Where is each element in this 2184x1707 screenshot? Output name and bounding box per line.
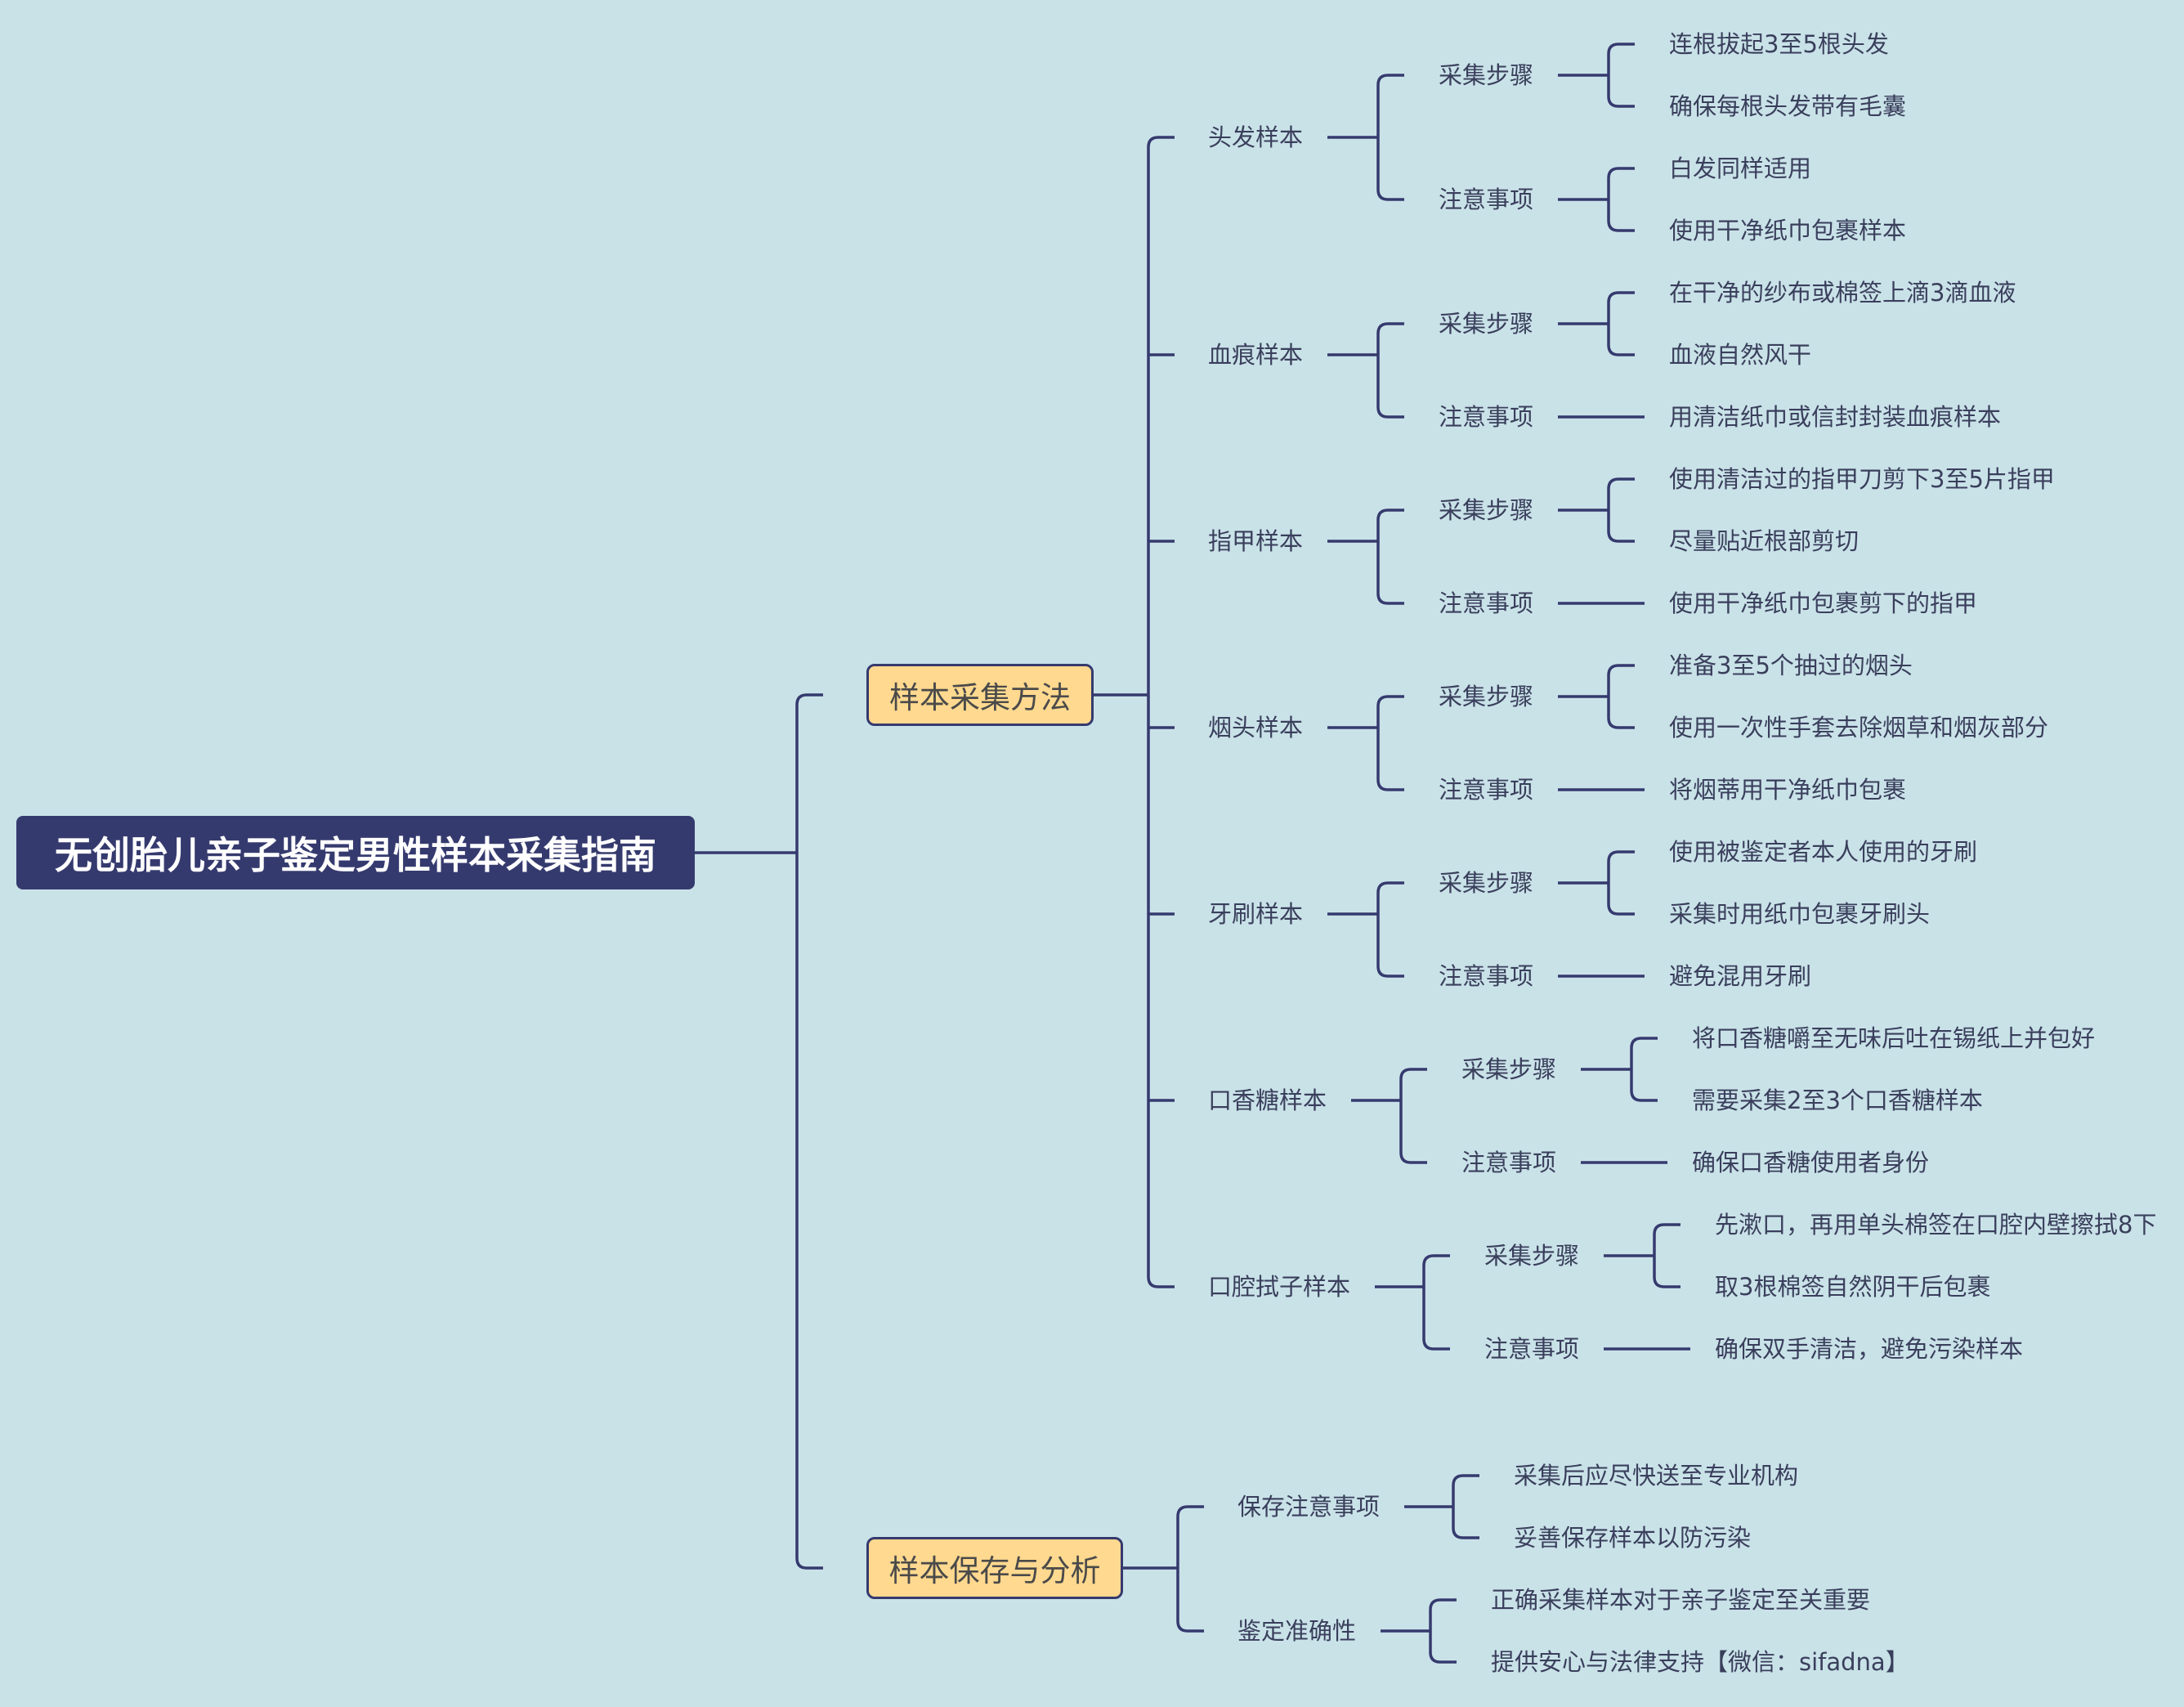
- detail-label: 注意事项: [1439, 589, 1534, 617]
- leaf-text: 尽量贴近根部剪切: [1669, 527, 1860, 555]
- subtopic: 牙刷样本: [1208, 900, 1304, 928]
- leaf-text: 提供安心与法律支持【微信：sifadna】: [1491, 1648, 1909, 1676]
- detail-trunk: [1607, 850, 1635, 916]
- leaf-text: 确保口香糖使用者身份: [1692, 1149, 1930, 1176]
- detail-label: 采集步骤: [1439, 683, 1534, 710]
- subtopic-trunk: [1376, 695, 1404, 791]
- leaf-text: 先漱口，再用单头棉签在口腔内壁擦拭8下: [1715, 1211, 2157, 1239]
- main-topic: 样本采集方法: [866, 664, 1094, 726]
- detail-trunk: [1653, 1223, 1681, 1288]
- leaf-text: 白发同样适用: [1669, 155, 1812, 182]
- leaf-text: 需要采集2至3个口香糖样本: [1692, 1086, 1983, 1114]
- subtopic-trunk: [1376, 322, 1404, 419]
- subtopic: 保存注意事项: [1237, 1493, 1381, 1521]
- detail-trunk: [1607, 291, 1635, 356]
- detail-label: 采集步骤: [1439, 869, 1534, 897]
- leaf-text: 将口香糖嚼至无味后吐在锡纸上并包好: [1692, 1024, 2096, 1052]
- detail-label: 采集步骤: [1439, 310, 1534, 338]
- detail-trunk: [1607, 43, 1635, 108]
- leaf-text: 将烟蒂用干净纸巾包裹: [1669, 776, 1907, 804]
- detail-trunk: [1630, 1037, 1658, 1102]
- main-topic: 样本保存与分析: [866, 1537, 1123, 1599]
- detail-label: 注意事项: [1461, 1149, 1557, 1176]
- detail-trunk: [1607, 167, 1635, 232]
- detail-label: 注意事项: [1439, 776, 1534, 804]
- leaf-text: 使用一次性手套去除烟草和烟灰部分: [1669, 714, 2049, 741]
- leaf-text: 血液自然风干: [1669, 341, 1812, 369]
- detail-label: 注意事项: [1439, 403, 1534, 431]
- leaf-text: 确保双手清洁，避免污染样本: [1715, 1335, 2024, 1363]
- subtopic: 口香糖样本: [1208, 1086, 1327, 1114]
- leaf-text: 采集时用纸巾包裹牙刷头: [1669, 900, 1931, 928]
- leaf-text: 使用清洁过的指甲刀剪下3至5片指甲: [1669, 465, 2055, 493]
- subtopic-trunk: [1452, 1474, 1479, 1539]
- root-trunk: [795, 693, 823, 1570]
- leaf-text: 连根拔起3至5根头发: [1669, 30, 1889, 58]
- subtopic-trunk: [1429, 1598, 1457, 1664]
- detail-label: 采集步骤: [1484, 1242, 1580, 1270]
- subtopic: 口腔拭子样本: [1208, 1273, 1351, 1301]
- subtopic: 指甲样本: [1208, 527, 1304, 555]
- subtopic: 血痕样本: [1208, 341, 1304, 369]
- leaf-text: 使用干净纸巾包裹剪下的指甲: [1669, 589, 1978, 617]
- subtopic-trunk: [1399, 1068, 1427, 1164]
- root-topic: 无创胎儿亲子鉴定男性样本采集指南: [16, 816, 695, 889]
- leaf-text: 妥善保存样本以防污染: [1514, 1524, 1752, 1552]
- branch-trunk: [1176, 1505, 1204, 1633]
- detail-label: 注意事项: [1484, 1335, 1580, 1363]
- detail-label: 采集步骤: [1461, 1055, 1557, 1083]
- leaf-text: 采集后应尽快送至专业机构: [1514, 1462, 1799, 1490]
- detail-label: 注意事项: [1439, 962, 1534, 990]
- leaf-text: 避免混用牙刷: [1669, 962, 1812, 990]
- detail-label: 注意事项: [1439, 186, 1534, 213]
- leaf-text: 使用干净纸巾包裹样本: [1669, 217, 1907, 244]
- leaf-text: 取3根棉签自然阴干后包裹: [1715, 1273, 1991, 1301]
- subtopic: 鉴定准确性: [1237, 1617, 1357, 1645]
- detail-trunk: [1607, 664, 1635, 729]
- subtopic: 头发样本: [1208, 123, 1304, 151]
- detail-label: 采集步骤: [1439, 496, 1534, 524]
- leaf-text: 确保每根头发带有毛囊: [1669, 92, 1907, 120]
- detail-label: 采集步骤: [1439, 61, 1534, 89]
- leaf-text: 准备3至5个抽过的烟头: [1669, 652, 1913, 679]
- subtopic-trunk: [1376, 509, 1404, 605]
- leaf-text: 用清洁纸巾或信封封装血痕样本: [1669, 403, 2002, 431]
- subtopic-trunk: [1376, 881, 1404, 978]
- leaf-text: 在干净的纱布或棉签上滴3滴血液: [1669, 279, 2016, 307]
- branch-trunk: [1147, 136, 1175, 1288]
- subtopic-trunk: [1422, 1254, 1450, 1351]
- leaf-text: 使用被鉴定者本人使用的牙刷: [1669, 838, 1978, 866]
- subtopic-trunk: [1376, 74, 1404, 201]
- subtopic: 烟头样本: [1208, 714, 1304, 741]
- detail-trunk: [1607, 477, 1635, 543]
- leaf-text: 正确采集样本对于亲子鉴定至关重要: [1491, 1586, 1871, 1614]
